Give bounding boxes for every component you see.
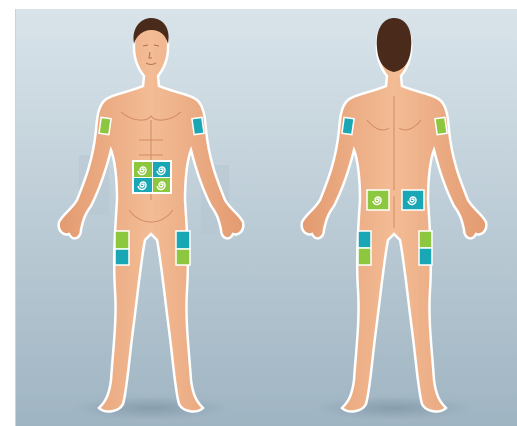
back-left-buttock-site[interactable] [367,190,389,210]
back-left-arm-site[interactable] [342,117,354,134]
front-right-arm-site[interactable] [99,117,111,134]
front-body [59,20,244,411]
floor-shadow-front [73,396,229,420]
front-right-thigh-site[interactable] [115,231,129,265]
back-right-arm-site[interactable] [435,117,447,134]
front-figure [59,18,244,411]
injection-sites-illustration [16,9,517,426]
floor-shadow-back [314,396,474,420]
back-hair [377,18,412,72]
back-right-buttock-site[interactable] [402,190,424,210]
back-left-thigh-site[interactable] [358,231,371,265]
back-figure [302,18,487,411]
front-abdomen-site[interactable] [132,160,172,194]
front-left-thigh-site[interactable] [176,231,190,265]
illustration-frame [15,9,517,426]
back-right-thigh-site[interactable] [419,231,432,265]
front-left-arm-site[interactable] [192,117,204,134]
